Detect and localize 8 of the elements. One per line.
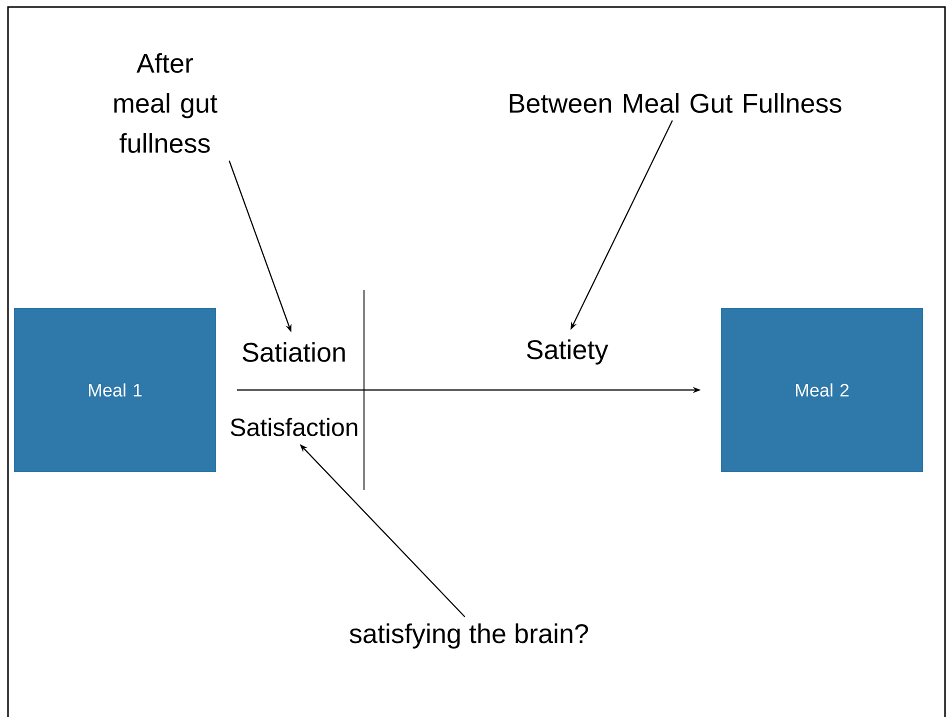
- meal-box: Meal 2: [721, 308, 924, 472]
- text-label: After meal gut fullness: [114, 53, 218, 153]
- meal-box: Meal 1: [14, 308, 216, 472]
- text-label: Satiation: [242, 342, 345, 362]
- text-label: satisfying the brain?: [350, 623, 588, 649]
- text-label: Satiety: [526, 339, 608, 365]
- text-label: Between Meal Gut Fullness: [510, 93, 842, 113]
- text-label: Satisfaction: [230, 418, 358, 436]
